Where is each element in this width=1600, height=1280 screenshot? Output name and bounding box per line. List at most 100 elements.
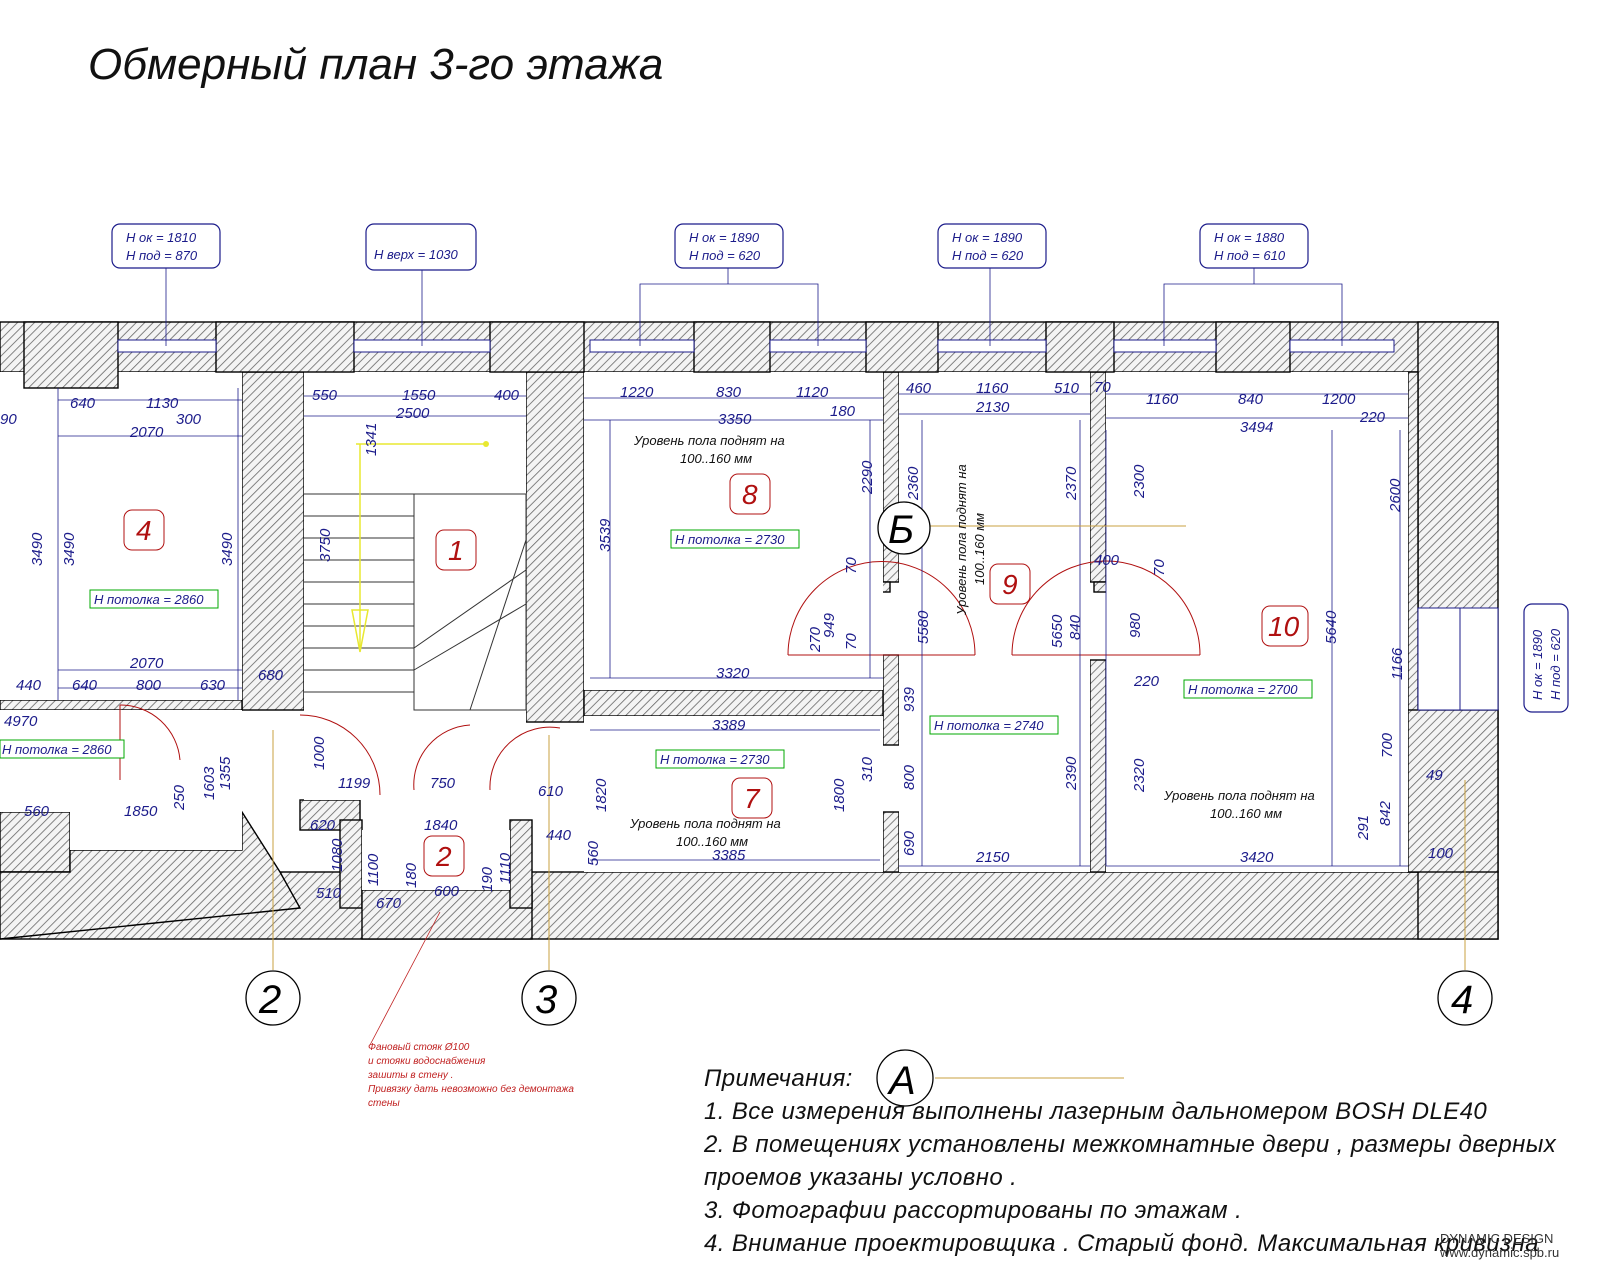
svg-text:70: 70 [843,633,860,650]
svg-text:2290: 2290 [859,460,876,495]
window-tag-6 [1523,603,1569,713]
floor-note-7-line2: 100..160 мм [676,834,748,849]
room-9-label: 9 [1002,569,1018,600]
window-tag-5 [1199,223,1309,269]
room-8-box [729,473,771,515]
window-tag-1-ok: Н ок = 1810 [126,230,197,245]
note-3: 3. Фотографии рассортированы по этажам . [704,1197,1243,1224]
svg-text:1800: 1800 [831,778,848,812]
wall-v2 [525,371,585,723]
svg-text:1220: 1220 [620,384,654,401]
svg-text:2070: 2070 [129,424,164,441]
svg-text:1080: 1080 [329,838,346,872]
svg-text:3320: 3320 [716,665,750,682]
note-2: 2. В помещениях установлены межкомнатные… [704,1131,1557,1158]
svg-text:2070: 2070 [129,655,164,672]
svg-text:1166: 1166 [1389,647,1406,680]
svg-text:1160: 1160 [1146,391,1179,408]
svg-text:1199: 1199 [338,775,371,792]
svg-text:Н ок = 1890: Н ок = 1890 [952,230,1023,245]
svg-text:3385: 3385 [712,847,746,864]
svg-text:Н ок = 1890: Н ок = 1890 [689,230,760,245]
room-10-box [1261,605,1309,647]
floor-note-9-line1: Уровень пола поднят на [954,464,969,616]
window-piers [23,321,1291,389]
svg-text:220: 220 [1133,673,1160,690]
room-floors [0,372,1408,890]
svg-text:190: 190 [479,866,496,892]
window-tag-2 [365,223,477,271]
room-9-box [989,563,1031,605]
svg-text:зашиты в стену .: зашиты в стену . [367,1070,453,1081]
svg-text:3420: 3420 [1240,849,1274,866]
svg-text:1355: 1355 [217,756,234,790]
floor-note-10-line2: 100..160 мм [1210,806,1282,821]
svg-text:2370: 2370 [1063,466,1080,501]
svg-text:1341: 1341 [363,423,380,456]
svg-text:4970: 4970 [4,713,38,730]
svg-text:2130: 2130 [975,399,1010,416]
axis-3-circle [521,970,577,1026]
svg-text:980: 980 [1127,612,1144,638]
svg-text:840: 840 [1067,614,1084,640]
svg-text:400: 400 [1094,552,1120,569]
room-1-box [435,529,477,571]
svg-text:700: 700 [1379,732,1396,758]
svg-text:5580: 5580 [915,610,932,644]
svg-text:70: 70 [1094,379,1111,396]
svg-text:1120: 1120 [796,384,829,401]
axis-2-label: 2 [258,978,281,1022]
svg-text:5650: 5650 [1049,614,1066,648]
page-title: Обмерный план 3-го этажа [88,40,664,89]
svg-text:Н под = 610: Н под = 610 [1214,248,1286,263]
floor-notes: Уровень пола поднят на 100..160 мм Урове… [629,433,1315,849]
svg-text:90: 90 [0,411,17,428]
axis-4-circle [1437,970,1493,1026]
wall-bl [0,811,71,873]
svg-text:680: 680 [258,667,284,684]
floor-note-8-line2: 100..160 мм [680,451,752,466]
room-8-label: 8 [742,479,758,510]
svg-text:1100: 1100 [365,853,382,886]
notes-title: Примечания: [704,1065,853,1092]
svg-text:510: 510 [316,885,342,902]
svg-text:842: 842 [1377,800,1394,826]
svg-text:400: 400 [494,387,520,404]
floor-note-7-line1: Уровень пола поднят на [629,816,781,831]
svg-text:550: 550 [312,387,338,404]
axis-lines [272,525,1466,1079]
svg-text:1200: 1200 [1322,391,1356,408]
room-7-label: 7 [744,783,761,814]
svg-text:620: 620 [310,817,336,834]
axis-3-label: 3 [535,978,557,1022]
axis-2-circle [245,970,301,1026]
floor-note-8-line1: Уровень пола поднят на [633,433,785,448]
svg-text:3750: 3750 [317,528,334,562]
svg-text:800: 800 [136,677,162,694]
svg-text:Н под = 620: Н под = 620 [689,248,761,263]
svg-text:220: 220 [1359,409,1386,426]
dimension-values: 640 1130 300 2070 90 3490 3490 3490 2070… [0,379,1454,912]
svg-text:310: 310 [859,756,876,782]
svg-text:640: 640 [72,677,98,694]
room-1-label: 1 [448,535,464,566]
svg-text:180: 180 [830,403,856,420]
axis-a-circle [876,1049,934,1107]
svg-text:600: 600 [434,883,460,900]
svg-text:460: 460 [906,380,932,397]
svg-text:Привязку дать невозможно без д: Привязку дать невозможно без демонтажа [368,1083,574,1095]
svg-text:Н ок = 1890: Н ок = 1890 [1530,629,1545,700]
svg-text:1603: 1603 [201,766,218,800]
svg-text:3494: 3494 [1240,419,1273,436]
svg-text:640: 640 [70,395,96,412]
svg-text:Н ок = 1880: Н ок = 1880 [1214,230,1285,245]
ceiling-room-left: Н потолка = 2860 [2,742,112,757]
svg-text:1840: 1840 [424,817,458,834]
svg-text:3539: 3539 [597,518,614,552]
ceiling-room-7: Н потолка = 2730 [660,752,770,767]
floor-note-10-line1: Уровень пола поднят на [1163,788,1315,803]
svg-text:250: 250 [171,784,188,811]
svg-text:630: 630 [200,677,226,694]
svg-text:440: 440 [546,827,572,844]
ceiling-room-4: Н потолка = 2860 [94,592,204,607]
